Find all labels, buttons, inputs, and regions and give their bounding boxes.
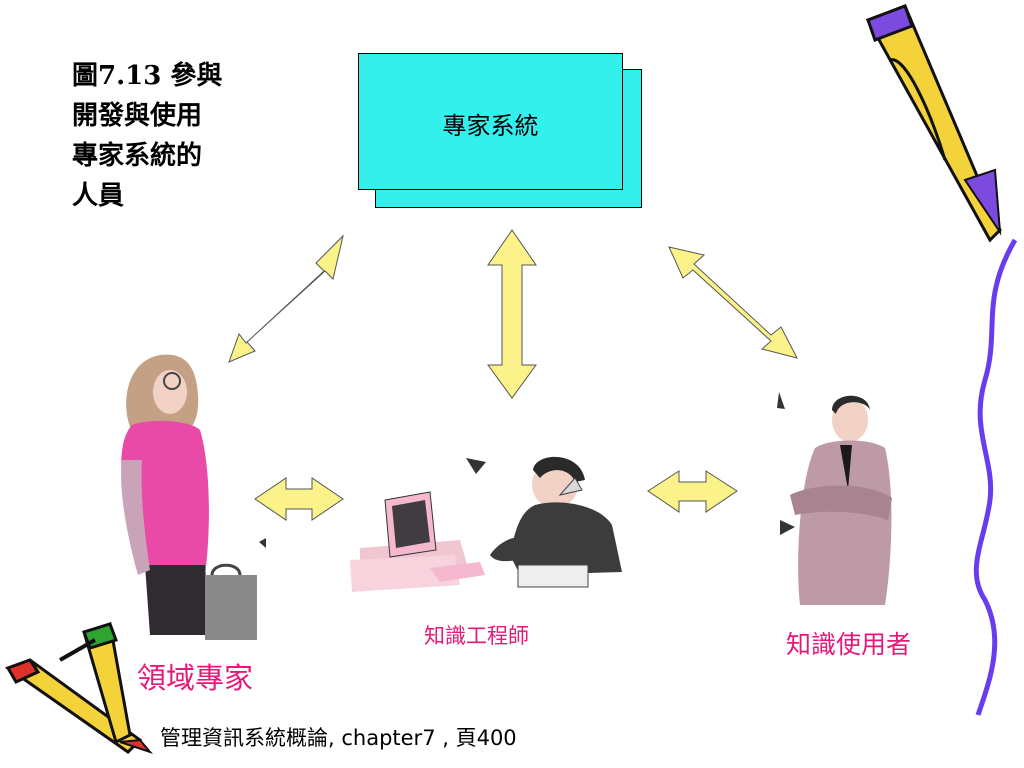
arrow-engineer-user xyxy=(647,470,738,513)
arrow-expert-to-system xyxy=(228,234,344,363)
pointer-fragment xyxy=(780,520,795,535)
crossed-pencils-icon xyxy=(4,622,154,755)
arrow-expert-engineer xyxy=(254,477,344,521)
pencil-top-right-icon xyxy=(865,4,1002,243)
knowledge-user-label: 知識使用者 xyxy=(786,630,912,659)
domain-expert-label: 領域專家 xyxy=(137,661,254,695)
arrow-engineer-to-system xyxy=(487,229,537,399)
figure-title: 圖7.13 參與 開發與使用 專家系統的 人員 xyxy=(72,61,223,211)
wavy-border-line xyxy=(973,238,1018,716)
pointer-fragment xyxy=(466,458,486,474)
knowledge-engineer-label: 知識工程師 xyxy=(424,624,529,648)
domain-expert-figure xyxy=(121,354,257,640)
pointer-fragment xyxy=(777,392,785,409)
expert-system-label: 專家系統 xyxy=(442,112,539,140)
arrow-user-to-system xyxy=(668,246,798,359)
expert-system-box: 專家系統 xyxy=(358,53,623,190)
knowledge-engineer-figure xyxy=(350,456,622,592)
knowledge-user-figure xyxy=(790,395,892,605)
pointer-fragment xyxy=(259,538,266,548)
source-footer: 管理資訊系統概論, chapter7 , 頁400 xyxy=(160,726,517,750)
